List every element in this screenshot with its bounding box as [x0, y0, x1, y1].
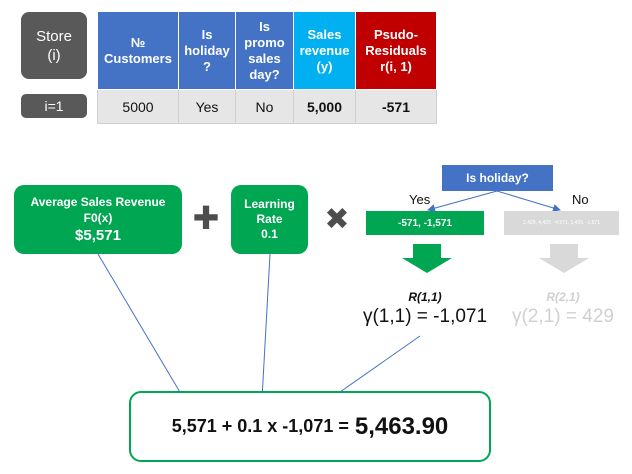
store-index-badge: i=1: [21, 94, 87, 118]
learning-rate-value: 0.1: [261, 227, 278, 241]
store-badge: Store (i): [21, 12, 87, 79]
link-average-to-result: [97, 253, 185, 400]
store-index-symbol: (i): [47, 46, 61, 64]
tree-root-label: Is holiday?: [466, 171, 529, 185]
tree-leaf-yes: -571, -1,571: [366, 211, 484, 235]
average-value: $5,571: [75, 226, 121, 244]
learning-rate-box: Learning Rate 0.1: [231, 185, 308, 254]
cell-is-holiday: Yes: [178, 89, 236, 124]
store-label: Store: [36, 27, 72, 45]
tree-root-node: Is holiday?: [442, 165, 553, 191]
down-arrow-grey-icon: [539, 244, 589, 273]
plus-icon: ✚: [192, 200, 220, 236]
cell-pseudo-residual: -571: [355, 89, 437, 124]
result-box: 5,571 + 0.1 x -1,071 = 5,463.90: [129, 391, 491, 462]
link-rate-to-result: [258, 253, 271, 400]
average-label: Average Sales Revenue: [30, 194, 166, 209]
leaf-no-values: 2,429, 4,429, -4,571, 1,429, -1,571: [522, 220, 600, 226]
branch-no-label: No: [572, 192, 589, 207]
link-gamma-to-result: [329, 335, 421, 400]
leaf-yes-values: -571, -1,571: [398, 217, 452, 229]
result-equation: 5,571 + 0.1 x -1,071 =: [171, 416, 349, 436]
gamma-right: γ(2,1) = 429: [512, 306, 614, 327]
cell-is-promo: No: [235, 89, 294, 124]
average-sales-revenue-box: Average Sales Revenue F0(x) $5,571: [14, 185, 182, 254]
store-index-label: i=1: [44, 98, 64, 114]
cell-sales-revenue: 5,000: [293, 89, 356, 124]
learning-rate-label-1: Learning: [244, 197, 295, 211]
result-value: 5,463.90: [354, 412, 449, 440]
tree-branch-yes: [427, 190, 498, 212]
branch-yes-label: Yes: [409, 192, 431, 207]
gamma-left: γ(1,1) = -1,071: [362, 306, 488, 327]
tree-leaf-no: 2,429, 4,429, -4,571, 1,429, -1,571: [504, 211, 619, 235]
multiply-icon: ✖: [324, 203, 350, 236]
cell-customers: 5000: [97, 89, 179, 124]
region-label-left: R(1,1): [408, 290, 442, 304]
region-label-right: R(2,1): [546, 290, 580, 304]
average-formula-label: F0(x): [83, 210, 113, 225]
table-row: 5000 Yes No 5,000 -571: [97, 89, 437, 124]
learning-rate-label-2: Rate: [256, 212, 283, 226]
down-arrow-icon: [402, 244, 452, 273]
tree-branch-no: [496, 190, 561, 212]
